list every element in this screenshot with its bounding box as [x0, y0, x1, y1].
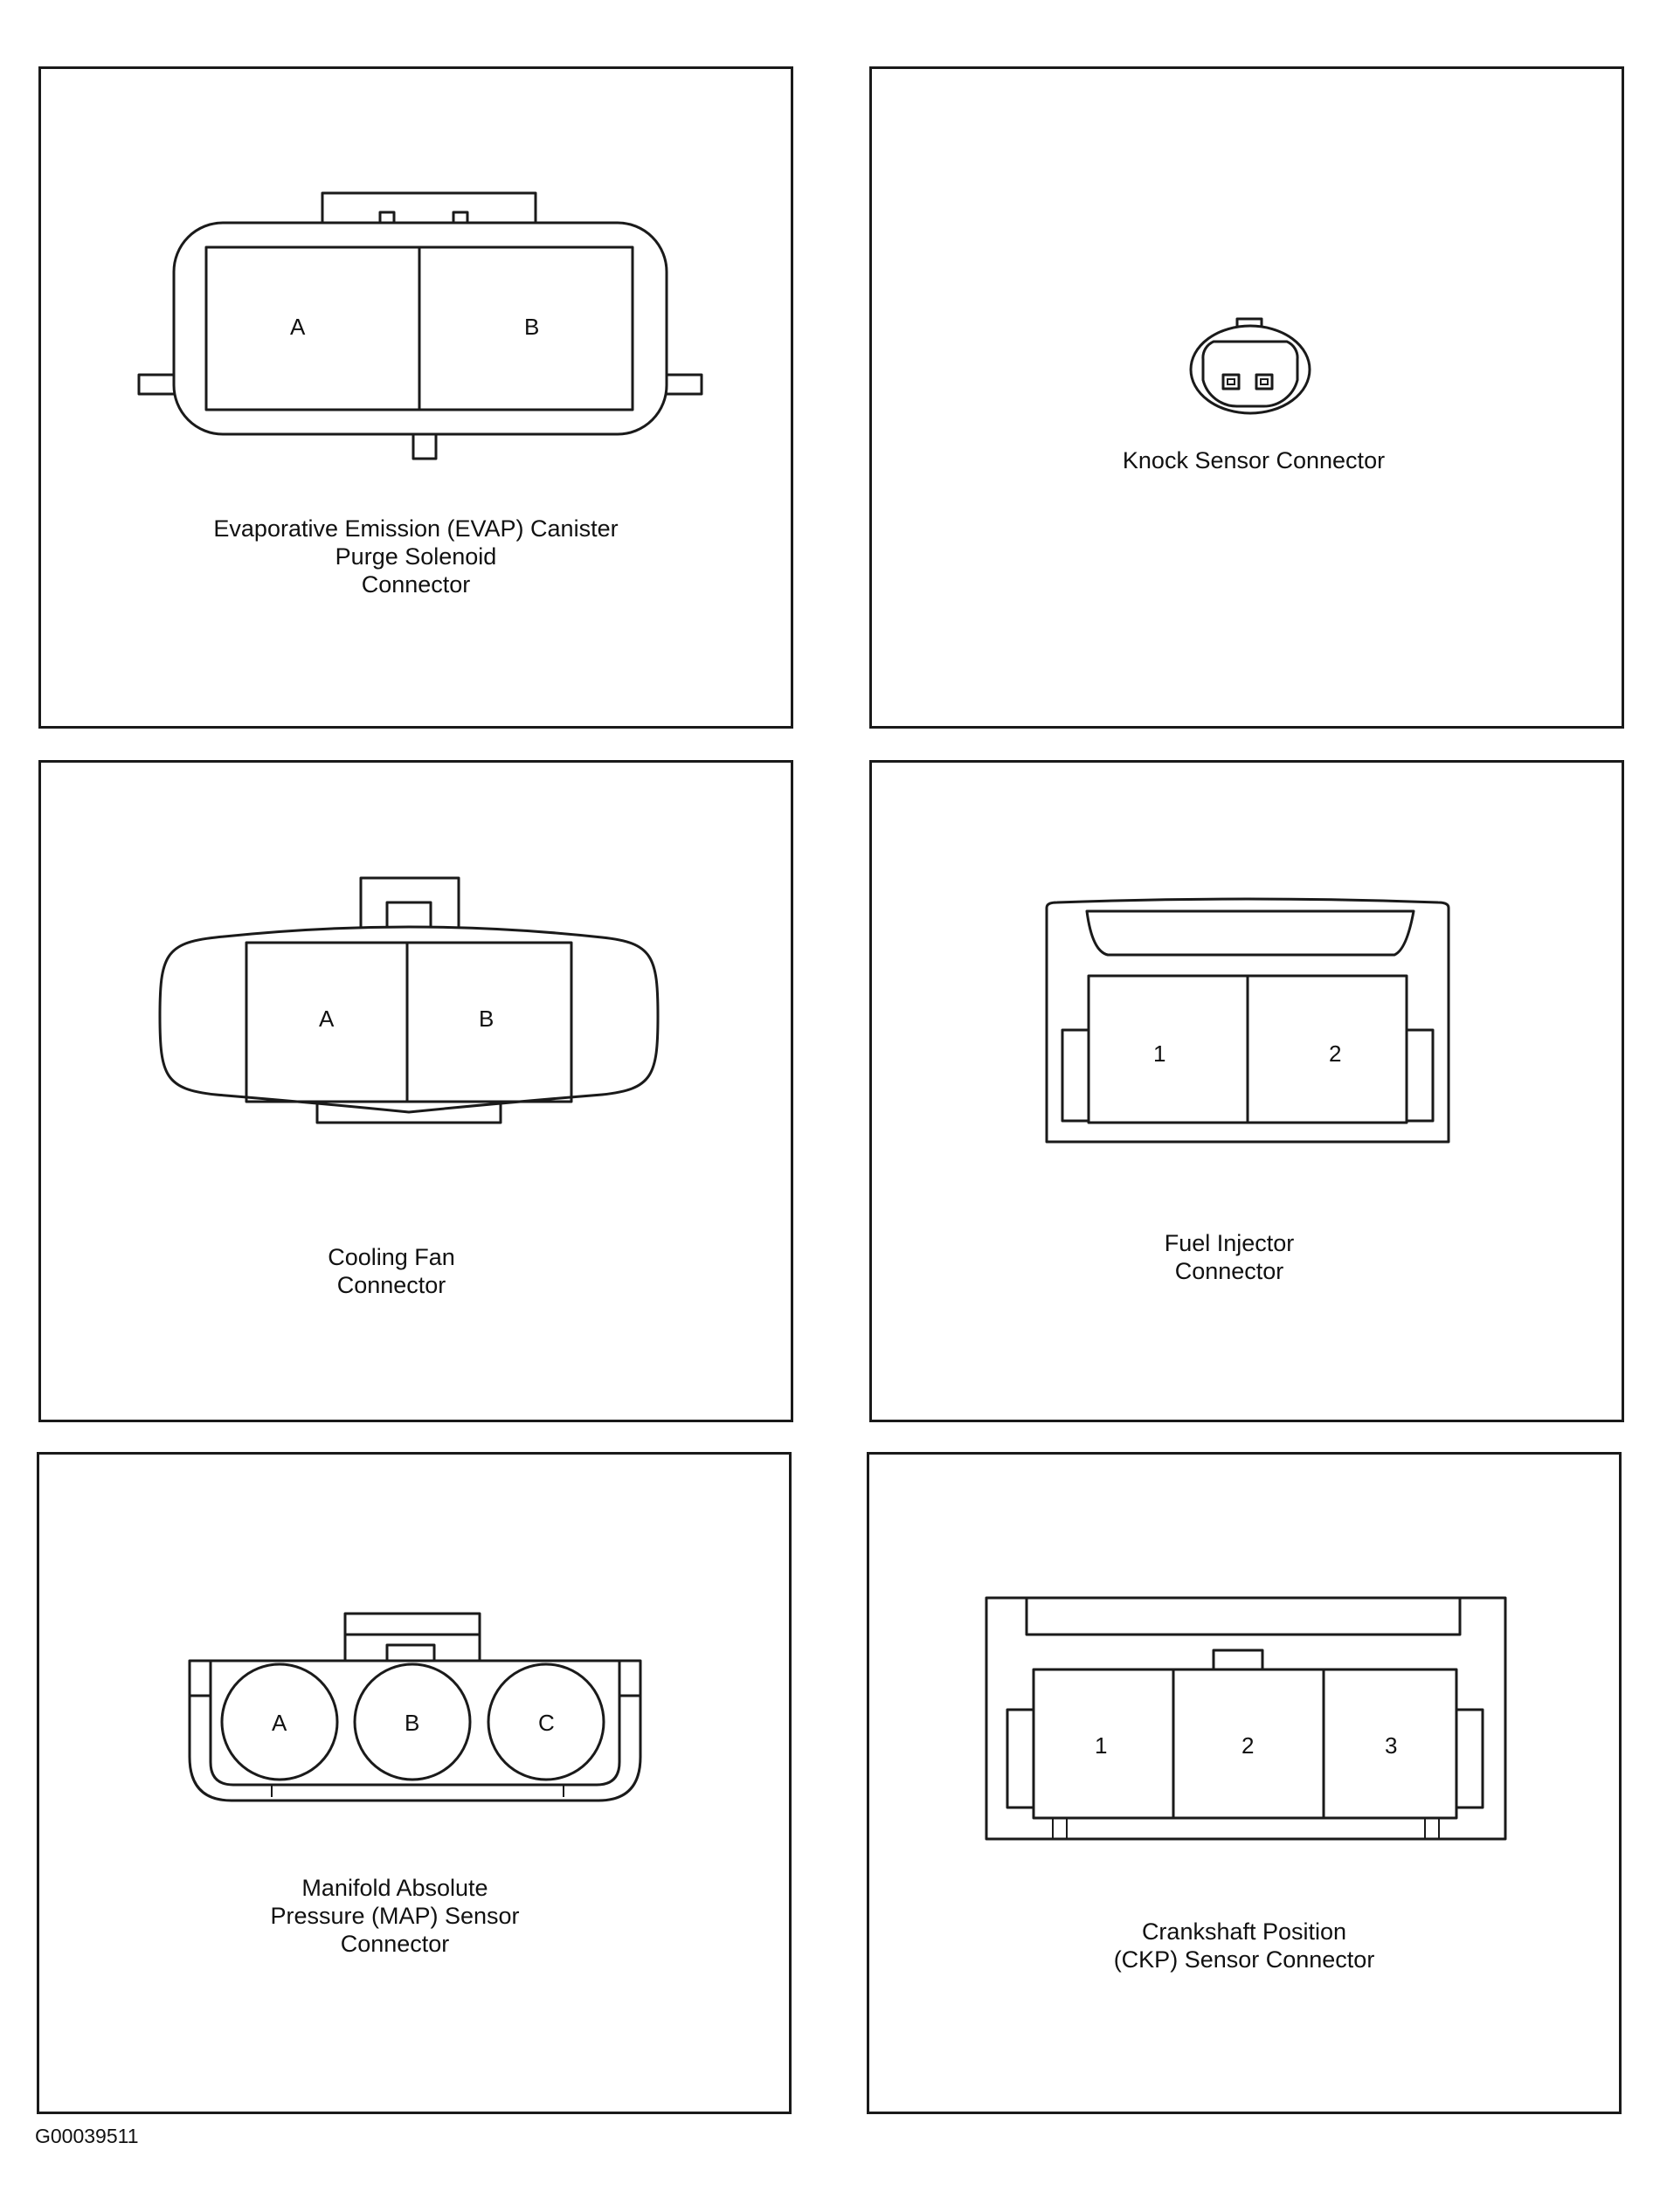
ckp-sensor-connector-caption: Crankshaft Position (CKP) Sensor Connect…	[869, 1918, 1619, 1974]
caption-line: (CKP) Sensor Connector	[1113, 1946, 1375, 1973]
ckp-pin-3-label: 3	[1385, 1732, 1397, 1759]
panel-evap-connector: A B Evaporative Emission (EVAP) Canister…	[38, 66, 793, 729]
evap-connector-caption: Evaporative Emission (EVAP) Canister Pur…	[41, 515, 791, 598]
ckp-connector-drawing: 1 2 3	[985, 1596, 1507, 1841]
caption-line: Pressure (MAP) Sensor	[270, 1903, 520, 1929]
fan-housing	[158, 925, 660, 1114]
evap-lock-nub-right	[452, 211, 469, 230]
evap-ear-left	[137, 373, 179, 396]
injector-pin-1-label: 1	[1153, 1040, 1165, 1067]
evap-connector-drawing: A B	[137, 191, 703, 460]
caption-line: Cooling Fan	[328, 1244, 455, 1270]
panel-cooling-fan-connector: A B Cooling Fan Connector	[38, 760, 793, 1422]
caption-line: Connector	[361, 571, 471, 598]
panel-ckp-sensor-connector: 1 2 3 Crankshaft Position (CKP) Sensor C…	[867, 1452, 1622, 2114]
caption-line: Purge Solenoid	[335, 543, 497, 570]
map-cavity-a	[220, 1662, 339, 1781]
fuel-injector-connector-caption: Fuel Injector Connector	[854, 1229, 1604, 1285]
ckp-pin-1-label: 1	[1095, 1732, 1107, 1759]
ckp-key-tab	[1212, 1649, 1264, 1671]
knock-connector-caption: Knock Sensor Connector	[879, 446, 1629, 474]
map-pin-c-label: C	[538, 1710, 555, 1736]
cooling-fan-connector-caption: Cooling Fan Connector	[17, 1243, 766, 1299]
ckp-top-rail	[1025, 1596, 1462, 1636]
knock-terminal-1-pin	[1227, 378, 1235, 385]
fan-latch	[359, 876, 460, 934]
cooling-fan-connector-drawing: A B	[158, 876, 660, 1124]
map-latch-window	[385, 1643, 436, 1669]
knock-housing-outer	[1189, 324, 1311, 415]
caption-line: Crankshaft Position	[1141, 1918, 1347, 1945]
knock-terminal-2	[1255, 373, 1274, 391]
injector-top-channel	[1085, 909, 1415, 957]
fan-pin-a-label: A	[319, 1006, 335, 1032]
knock-connector-drawing	[1189, 317, 1311, 415]
evap-ear-right	[661, 373, 703, 396]
caption-line: Connector	[336, 1272, 446, 1298]
knock-housing-inner	[1201, 340, 1299, 408]
panel-knock-sensor-connector: Knock Sensor Connector	[869, 66, 1624, 729]
caption-line: Manifold Absolute	[301, 1875, 488, 1901]
map-cavity-b	[353, 1662, 472, 1781]
ckp-pin-2-label: 2	[1241, 1732, 1254, 1759]
figure-code: G00039511	[35, 2125, 139, 2147]
evap-pin-b-label: B	[524, 314, 539, 340]
caption-line: Connector	[340, 1931, 450, 1957]
ckp-bottom-keys	[1052, 1818, 1440, 1839]
knock-terminal-2-pin	[1260, 378, 1269, 385]
map-bottom-keys	[271, 1785, 564, 1797]
map-cavity-c	[487, 1662, 605, 1781]
map-pin-a-label: A	[272, 1710, 287, 1736]
evap-pin-a-label: A	[290, 314, 306, 340]
knock-terminal-1	[1221, 373, 1241, 391]
caption-line: Knock Sensor Connector	[1122, 447, 1386, 474]
map-inner-wall	[209, 1661, 621, 1787]
injector-pin-2-label: 2	[1329, 1040, 1341, 1067]
fuel-injector-connector-drawing: 1 2	[1045, 897, 1450, 1144]
map-connector-drawing: A B C	[188, 1612, 642, 1802]
ckp-cavity-3	[1322, 1668, 1458, 1820]
fan-pin-b-label: B	[479, 1006, 494, 1032]
panel-fuel-injector-connector: 1 2 Fuel Injector Connector	[869, 760, 1624, 1422]
map-pin-b-label: B	[405, 1710, 419, 1736]
caption-line: Connector	[1174, 1258, 1284, 1284]
ckp-housing	[985, 1596, 1507, 1841]
caption-line: Evaporative Emission (EVAP) Canister	[213, 515, 619, 542]
injector-cavity-2	[1246, 974, 1408, 1124]
map-sensor-connector-caption: Manifold Absolute Pressure (MAP) Sensor …	[20, 1874, 770, 1958]
caption-line: Fuel Injector	[1164, 1230, 1295, 1256]
panel-map-sensor-connector: A B C Manifold Absolute Pressure (MAP) S…	[37, 1452, 792, 2114]
evap-lock-nub-left	[378, 211, 396, 230]
evap-cavity-b	[418, 245, 634, 411]
fan-cavity-b	[405, 941, 573, 1103]
